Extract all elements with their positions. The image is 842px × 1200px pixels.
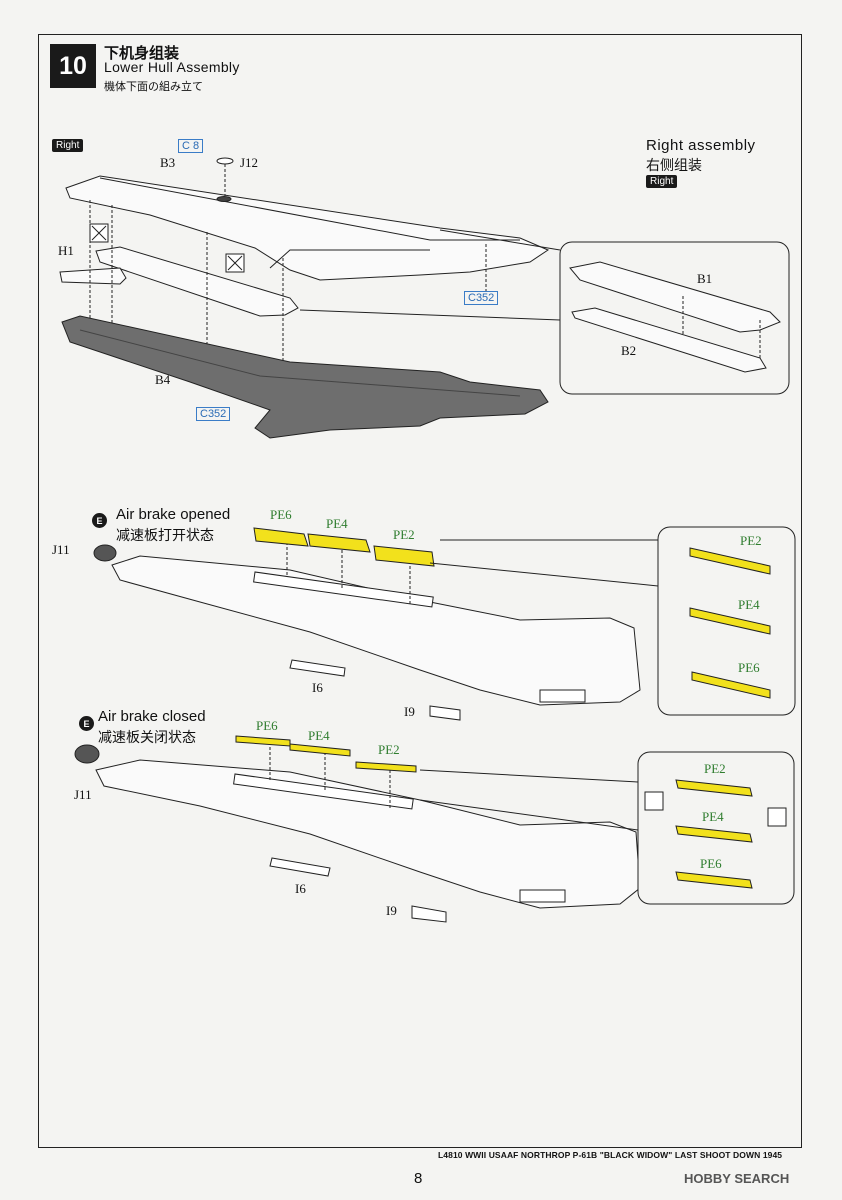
page-number: 8 bbox=[414, 1170, 423, 1187]
part-i6-top bbox=[289, 659, 346, 677]
pe4-label-open: PE4 bbox=[326, 516, 348, 531]
pe2-label-inset-open: PE2 bbox=[740, 533, 762, 548]
airbrake-opened-title-zh: 减速板打开状态 bbox=[116, 528, 214, 544]
right-tag-2: Right bbox=[646, 175, 678, 188]
marker-e-opened: E bbox=[92, 513, 107, 528]
part-j12 bbox=[216, 157, 234, 165]
c8-hole bbox=[216, 196, 232, 202]
pe4-label-inset-open: PE4 bbox=[738, 597, 760, 612]
part-j11-bottom bbox=[74, 744, 100, 764]
label-b4: B4 bbox=[155, 372, 171, 387]
label-j12: J12 bbox=[240, 155, 259, 170]
part-b2 bbox=[571, 307, 767, 373]
pe4-label-closed: PE4 bbox=[308, 728, 330, 743]
airbrake-closed-title-en: Air brake closed bbox=[98, 708, 206, 725]
callout-c8: C 8 bbox=[178, 139, 204, 153]
step-title-en: Lower Hull Assembly bbox=[104, 59, 240, 75]
pe4-label-inset-closed: PE4 bbox=[702, 809, 724, 824]
label-j11-top: J11 bbox=[52, 542, 70, 557]
part-i9-top bbox=[429, 705, 461, 721]
label-i6-top: I6 bbox=[312, 680, 323, 695]
label-i9-top: I9 bbox=[404, 704, 415, 719]
insert-panel-1 bbox=[95, 246, 299, 317]
marker-e-closed: E bbox=[79, 716, 94, 731]
step-number-badge: 10 bbox=[50, 44, 96, 88]
inset-airbrake-closed bbox=[637, 751, 795, 905]
pe4-closed bbox=[289, 743, 351, 757]
step-title-zh: 下机身组装 bbox=[104, 44, 180, 62]
pe2-label-inset-closed: PE2 bbox=[704, 761, 726, 776]
label-i9-bottom: I9 bbox=[386, 903, 397, 918]
pe2-closed bbox=[355, 761, 417, 773]
wing-part-b4 bbox=[61, 315, 549, 439]
wing-airbrake-closed bbox=[95, 759, 641, 909]
right-assembly-title-zh: 右侧组装 bbox=[646, 158, 702, 174]
wing-airbrake-opened bbox=[111, 555, 641, 706]
airbrake-opened-title-en: Air brake opened bbox=[116, 506, 231, 523]
pe2-open bbox=[373, 545, 435, 567]
wing-part-b3 bbox=[65, 175, 550, 281]
pe6-closed bbox=[235, 735, 291, 747]
footer-product-line: L4810 WWII USAAF NORTHROP P-61B "BLACK W… bbox=[438, 1150, 783, 1160]
pe6-label-inset-closed: PE6 bbox=[700, 856, 722, 871]
page-frame bbox=[38, 34, 802, 1148]
pe6-label-closed: PE6 bbox=[256, 718, 278, 733]
pe2-label-open: PE2 bbox=[393, 527, 415, 542]
part-i6-bottom bbox=[269, 857, 331, 877]
airbrake-closed-title-zh: 减速板关闭状态 bbox=[98, 730, 196, 746]
part-b1 bbox=[569, 261, 781, 333]
pe6-open bbox=[253, 527, 309, 547]
label-b2: B2 bbox=[621, 343, 637, 358]
right-assembly-title-en: Right assembly bbox=[646, 137, 756, 154]
part-h1 bbox=[59, 267, 127, 285]
part-j11-top bbox=[93, 544, 117, 562]
step-title-jp: 機体下面の組み立て bbox=[104, 80, 203, 93]
callout-c352-lower: C352 bbox=[196, 407, 231, 421]
watermark-text: HOBBY SEARCH bbox=[684, 1171, 790, 1186]
pe4-open bbox=[307, 533, 371, 553]
label-j11-bottom: J11 bbox=[74, 787, 92, 802]
label-b1: B1 bbox=[697, 271, 713, 286]
label-b3: B3 bbox=[160, 155, 176, 170]
right-tag-1: Right bbox=[52, 139, 84, 152]
part-i9-bottom bbox=[411, 905, 447, 923]
pe6-label-inset-open: PE6 bbox=[738, 660, 760, 675]
pe6-label-open: PE6 bbox=[270, 507, 292, 522]
callout-c352-upper: C352 bbox=[464, 291, 499, 305]
label-h1: H1 bbox=[58, 243, 74, 258]
label-i6-bottom: I6 bbox=[295, 881, 306, 896]
pe2-label-closed: PE2 bbox=[378, 742, 400, 757]
